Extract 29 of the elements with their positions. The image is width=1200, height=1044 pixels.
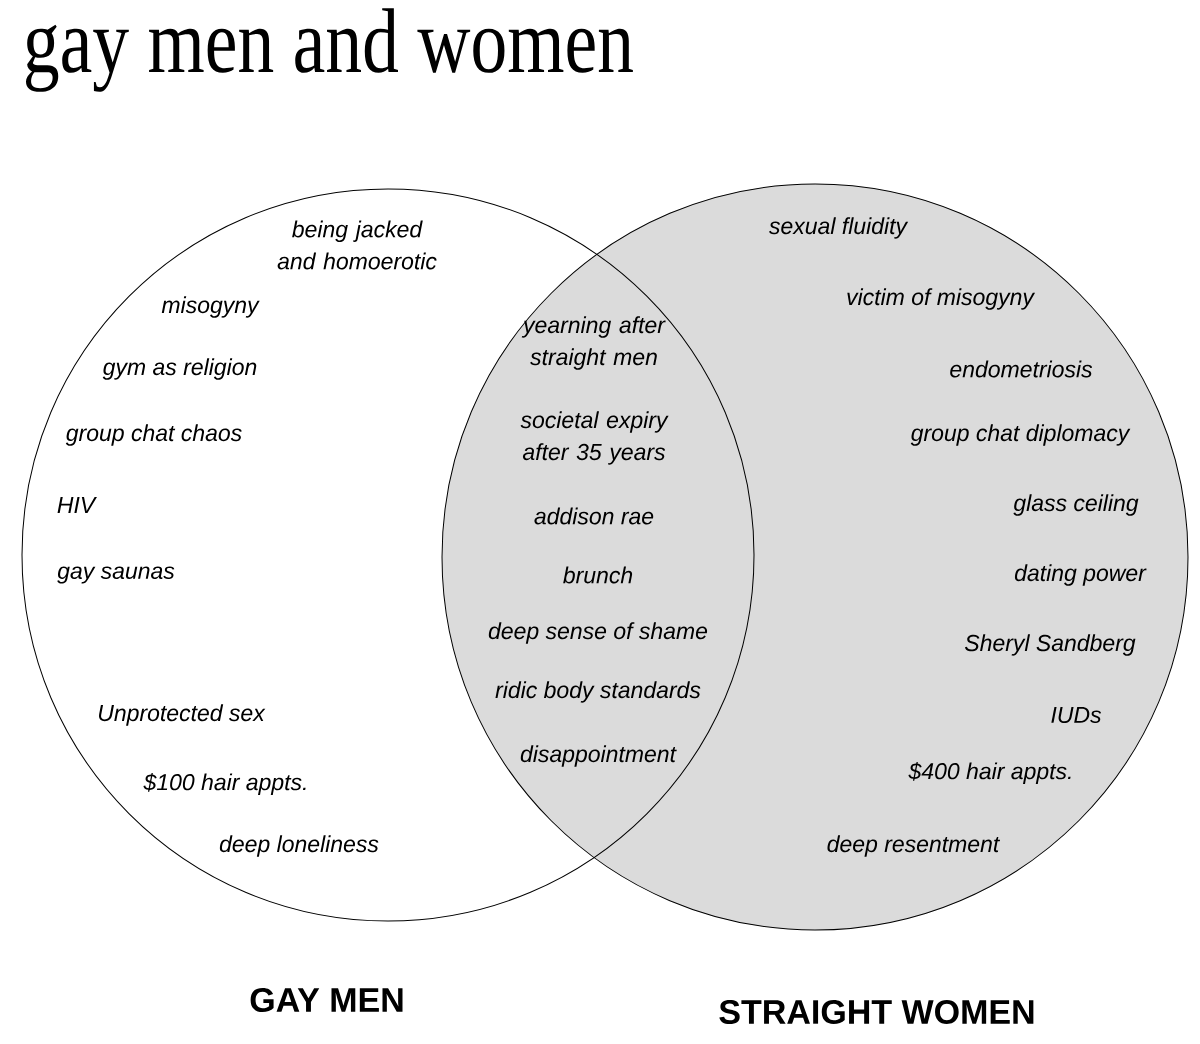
set-item: victim of misogyny — [847, 288, 1036, 310]
set-item: being jacked and homoerotic — [277, 220, 437, 270]
set-item: disappointment — [520, 745, 677, 767]
set-item: deep resentment — [827, 835, 1001, 857]
set-item: group chat diplomacy — [910, 424, 1131, 446]
set-item: IUDs — [1051, 706, 1102, 723]
set-item: yearning after straight men — [521, 316, 666, 370]
set-item: endometriosis — [950, 360, 1093, 378]
set-item: $400 hair appts. — [908, 762, 1071, 784]
set-item: deep sense of shame — [488, 622, 708, 644]
set-item: sexual fluidity — [769, 217, 909, 239]
set-item: brunch — [563, 566, 633, 584]
set-item: Sheryl Sandberg — [965, 634, 1136, 656]
set-item: ridic body standards — [495, 681, 701, 703]
set-item: dating power — [1014, 564, 1147, 586]
set-item: $100 hair appts. — [143, 773, 306, 795]
set-heading: STRAIGHT WOMEN — [719, 999, 1034, 1024]
set-item: deep loneliness — [219, 835, 379, 857]
set-item: HIV — [57, 497, 97, 513]
set-item: addison rae — [534, 507, 654, 525]
title: gay men and women — [26, 8, 633, 92]
set-item: glass ceiling — [1013, 494, 1139, 516]
set-item: misogyny — [161, 296, 260, 318]
set-item: group chat chaos — [65, 424, 242, 446]
set-heading: GAY MEN — [250, 987, 403, 1012]
set-item: gym as religion — [102, 358, 257, 380]
set-item: gay saunas — [57, 566, 175, 584]
set-item: Unprotected sex — [99, 704, 266, 726]
set-item: societal expiry after 35 years — [520, 411, 669, 465]
